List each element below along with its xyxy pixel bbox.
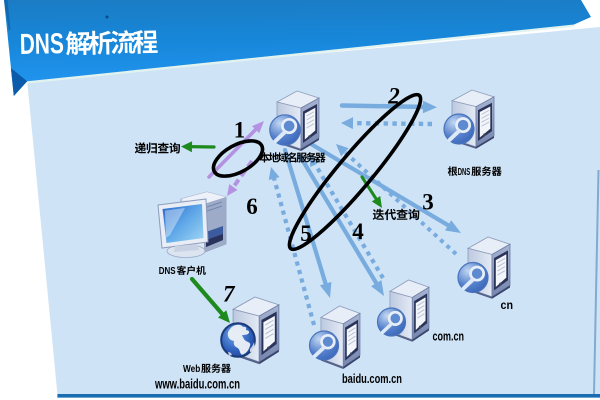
svg-text:cn: cn [501,298,514,312]
svg-text:4: 4 [352,219,364,244]
svg-text:www.baidu.com.cn: www.baidu.com.cn [154,377,240,392]
svg-text:baidu.com.cn: baidu.com.cn [342,371,402,386]
svg-text:3: 3 [422,190,434,215]
svg-text:com.cn: com.cn [433,330,465,344]
svg-text:DNS: DNS [19,28,64,61]
svg-text:7: 7 [223,282,236,307]
svg-text:Web: Web [183,364,200,375]
svg-text:6: 6 [246,194,258,219]
svg-text:DNS: DNS [159,266,176,277]
svg-text:2: 2 [387,84,400,109]
svg-text:5: 5 [300,221,312,246]
svg-text:DNS: DNS [458,167,471,178]
svg-text:1: 1 [234,118,246,143]
